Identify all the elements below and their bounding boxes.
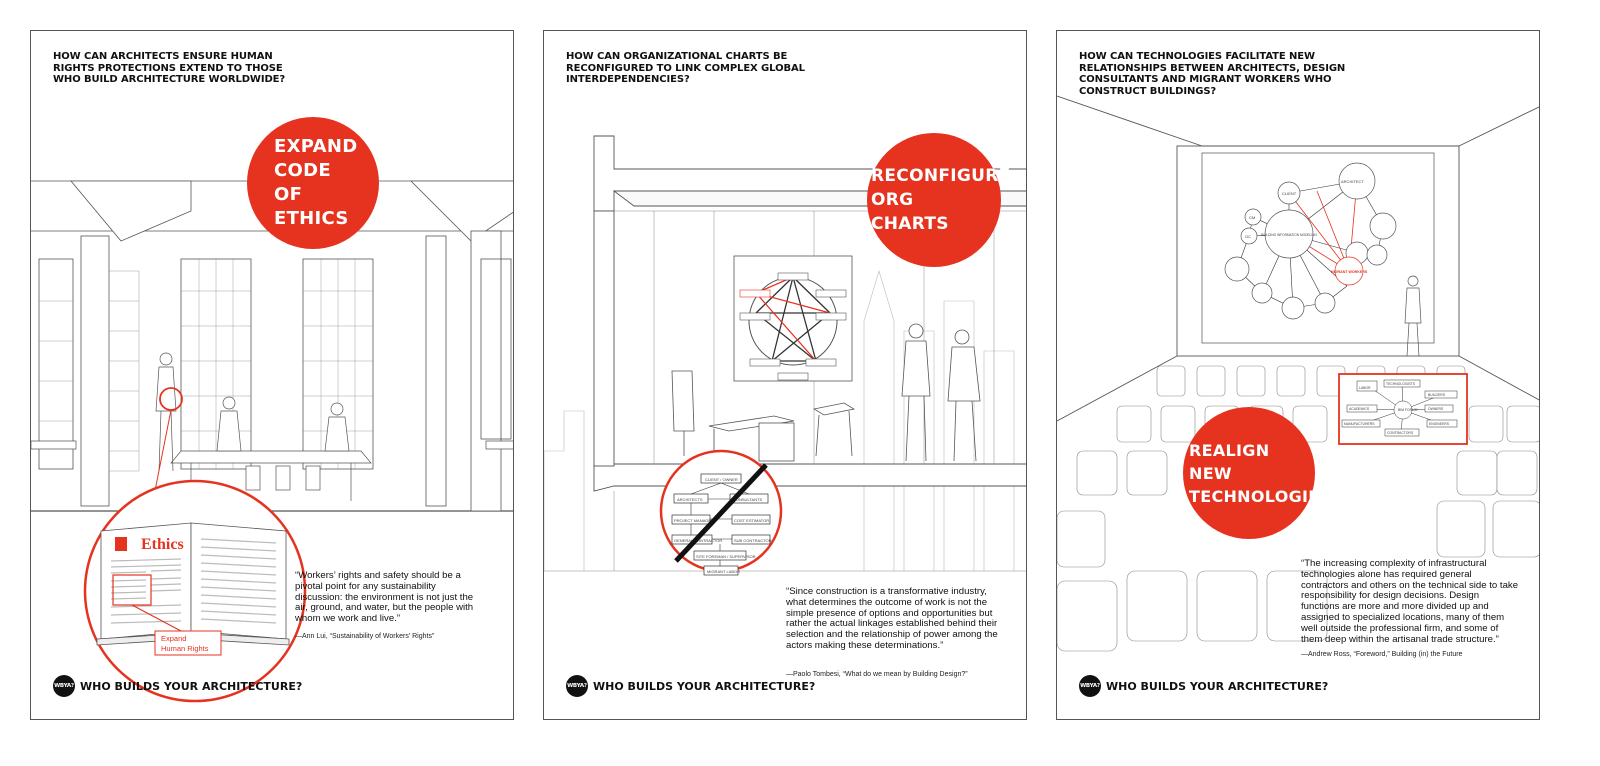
node-consultants: CONSULTANTS (733, 497, 763, 502)
forum-builders: BUILDERS (1428, 393, 1446, 397)
net-cm: CM (1249, 215, 1255, 220)
forum-academics: ACADEMICS (1349, 407, 1370, 411)
forum-manufacturers: MANUFACTURERS (1344, 422, 1375, 426)
node-client-owner: CLIENT / OWNER (705, 477, 738, 482)
net-migrant-workers: MIGRANT WORKERS (1331, 270, 1368, 274)
callout-line-2: Human Rights (161, 644, 209, 653)
badge-title: RECONFIGURE ORG CHARTS (871, 166, 1011, 234)
wbya-logo: WBYA? (566, 675, 588, 697)
book-title: Ethics (141, 536, 184, 553)
wbya-logo: WBYA? (1079, 675, 1101, 697)
footer: WBYA? WHO BUILDS YOUR ARCHITECTURE? (1079, 675, 1328, 697)
footer: WBYA? WHO BUILDS YOUR ARCHITECTURE? (566, 675, 815, 697)
poster-question: HOW CAN TECHNOLOGIES FACILITATE NEW RELA… (1079, 51, 1346, 97)
forum-owners: OWNERS (1428, 407, 1444, 411)
poster-citation: —Paolo Tombesi, “What do we mean by Buil… (786, 671, 968, 678)
poster-quote: “Since construction is a transformative … (786, 586, 998, 651)
forum-contractors: CONTRACTORS (1387, 431, 1414, 435)
badge-circle: REALIGN NEW TECHNOLOGIES (1183, 407, 1331, 539)
badge-circle: RECONFIGURE ORG CHARTS (867, 133, 1010, 267)
poster-citation: —Ann Lui, “Sustainability of Workers’ Ri… (295, 633, 435, 640)
node-cost-estimator: COST ESTIMATOR (734, 518, 769, 523)
net-bim-center: BUILDING INFORMATION MODELING (1261, 233, 1317, 237)
forum-bim: BIM FORUM (1398, 408, 1418, 412)
node-migrant-labor: MIGRANT LABOR (707, 569, 740, 574)
tagline: WHO BUILDS YOUR ARCHITECTURE? (80, 679, 303, 693)
node-architects: ARCHITECTS (677, 497, 703, 502)
node-sub-contractor: SUB CONTRACTOR (734, 538, 772, 543)
forum-labor: LABOR (1359, 386, 1371, 390)
poster-realign-new-technologies: CLIENT ARCHITECT CM GC BUILDING INFORMAT… (1056, 30, 1540, 720)
forum-engineers: ENGINEERS (1429, 422, 1450, 426)
footer: WBYA? WHO BUILDS YOUR ARCHITECTURE? (53, 675, 302, 697)
net-gc: GC (1245, 234, 1251, 239)
tagline: WHO BUILDS YOUR ARCHITECTURE? (593, 679, 816, 693)
strike-through-line (674, 463, 768, 563)
callout-line-1: Expand (161, 634, 186, 643)
wbya-logo: WBYA? (53, 675, 75, 697)
callout-box (154, 630, 222, 656)
net-client: CLIENT (1282, 191, 1297, 196)
node-site-foreman: SITE FOREMAN / SUPERVISOR (696, 554, 756, 559)
net-architect: ARCHITECT (1341, 179, 1364, 184)
projection-screen (1201, 152, 1435, 344)
forum-technologists: TECHNOLOGISTS (1386, 382, 1416, 386)
poster-citation: —Andrew Ross, “Foreword,” Building (in) … (1301, 651, 1463, 658)
poster-reconfigure-org-charts: CLIENT / OWNER ARCHITECTS CONSULTANTS PR… (543, 30, 1027, 720)
poster-question: HOW CAN ARCHITECTS ENSURE HUMAN RIGHTS P… (53, 51, 286, 85)
badge-circle: EXPAND CODE OF ETHICS (247, 117, 379, 249)
poster-quote: “Workers’ rights and safety should be a … (295, 570, 474, 625)
badge-title: REALIGN NEW TECHNOLOGIES (1189, 440, 1332, 506)
poster-expand-code-of-ethics: Ethics Expand Human Rights HOW CAN ARCHI… (30, 30, 514, 720)
tagline: WHO BUILDS YOUR ARCHITECTURE? (1106, 679, 1329, 693)
badge-title: EXPAND CODE OF ETHICS (274, 136, 358, 229)
library-illustration: Ethics Expand Human Rights (31, 180, 513, 703)
node-project-manager: PROJECT MANAGER (674, 518, 714, 523)
poster-quote: “The increasing complexity of infrastruc… (1301, 558, 1519, 645)
poster-question: HOW CAN ORGANIZATIONAL CHARTS BE RECONFI… (566, 51, 805, 85)
